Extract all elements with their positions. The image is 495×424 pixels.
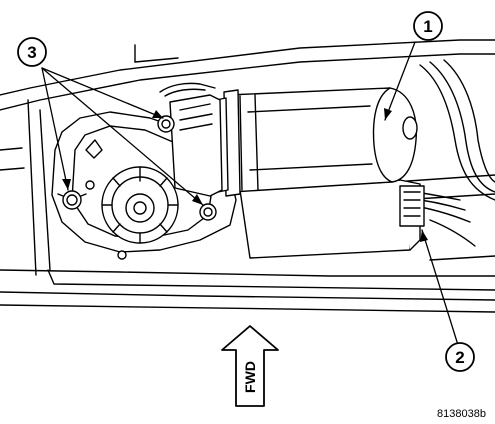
motor-end-cap [159,82,223,197]
callout-1: 1 [413,11,443,41]
motor-housing [215,87,418,197]
figure-id: 8138038b [437,408,486,420]
callout-2: 2 [445,342,475,372]
leader-arrowheads [62,108,428,242]
fwd-label: FWD [242,361,258,393]
mounting-screws [57,115,217,221]
motor-bracket [239,173,425,259]
fwd-arrow: FWD [221,325,279,407]
screw-left [57,190,87,210]
screw-right [199,203,217,221]
screw-top [157,115,175,133]
leader-lines [41,41,459,346]
svg-text:3: 3 [27,43,36,62]
svg-text:2: 2 [455,348,464,367]
callout-3: 3 [17,37,47,67]
svg-text:1: 1 [423,17,432,36]
